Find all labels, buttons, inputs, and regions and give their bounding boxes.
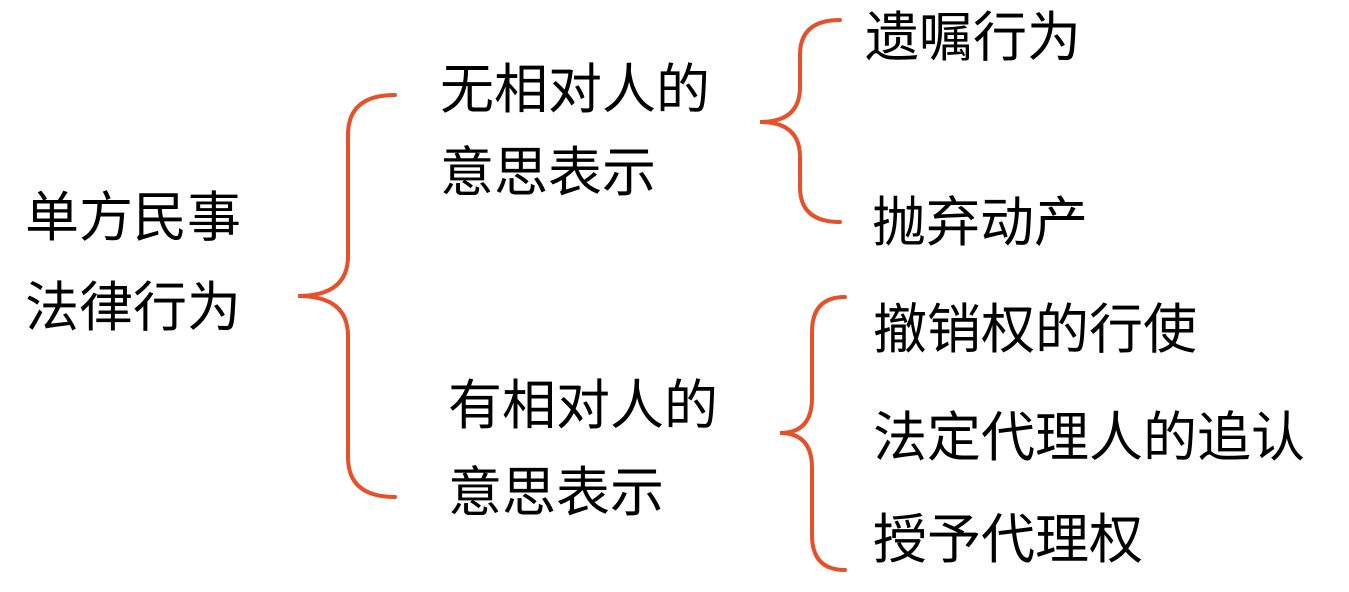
branch-2-brace bbox=[779, 295, 847, 572]
leaf-ratification: 法定代理人的追认 bbox=[873, 406, 1305, 469]
root-label-line2: 法律行为 bbox=[25, 276, 241, 339]
root-brace bbox=[297, 93, 397, 499]
branch-2-label-line1: 有相对人的 bbox=[448, 374, 718, 437]
leaf-will: 遗嘱行为 bbox=[865, 6, 1081, 69]
branch-2-label-line2: 意思表示 bbox=[448, 461, 664, 524]
leaf-revocation: 撤销权的行使 bbox=[873, 298, 1197, 361]
leaf-abandon-property: 抛弃动产 bbox=[872, 191, 1088, 254]
branch-1-label-line2: 意思表示 bbox=[440, 141, 656, 204]
leaf-grant-agency: 授予代理权 bbox=[873, 508, 1143, 571]
branch-1-label-line1: 无相对人的 bbox=[440, 58, 710, 121]
root-label-line1: 单方民事 bbox=[25, 186, 241, 249]
branch-1-brace bbox=[759, 18, 842, 224]
